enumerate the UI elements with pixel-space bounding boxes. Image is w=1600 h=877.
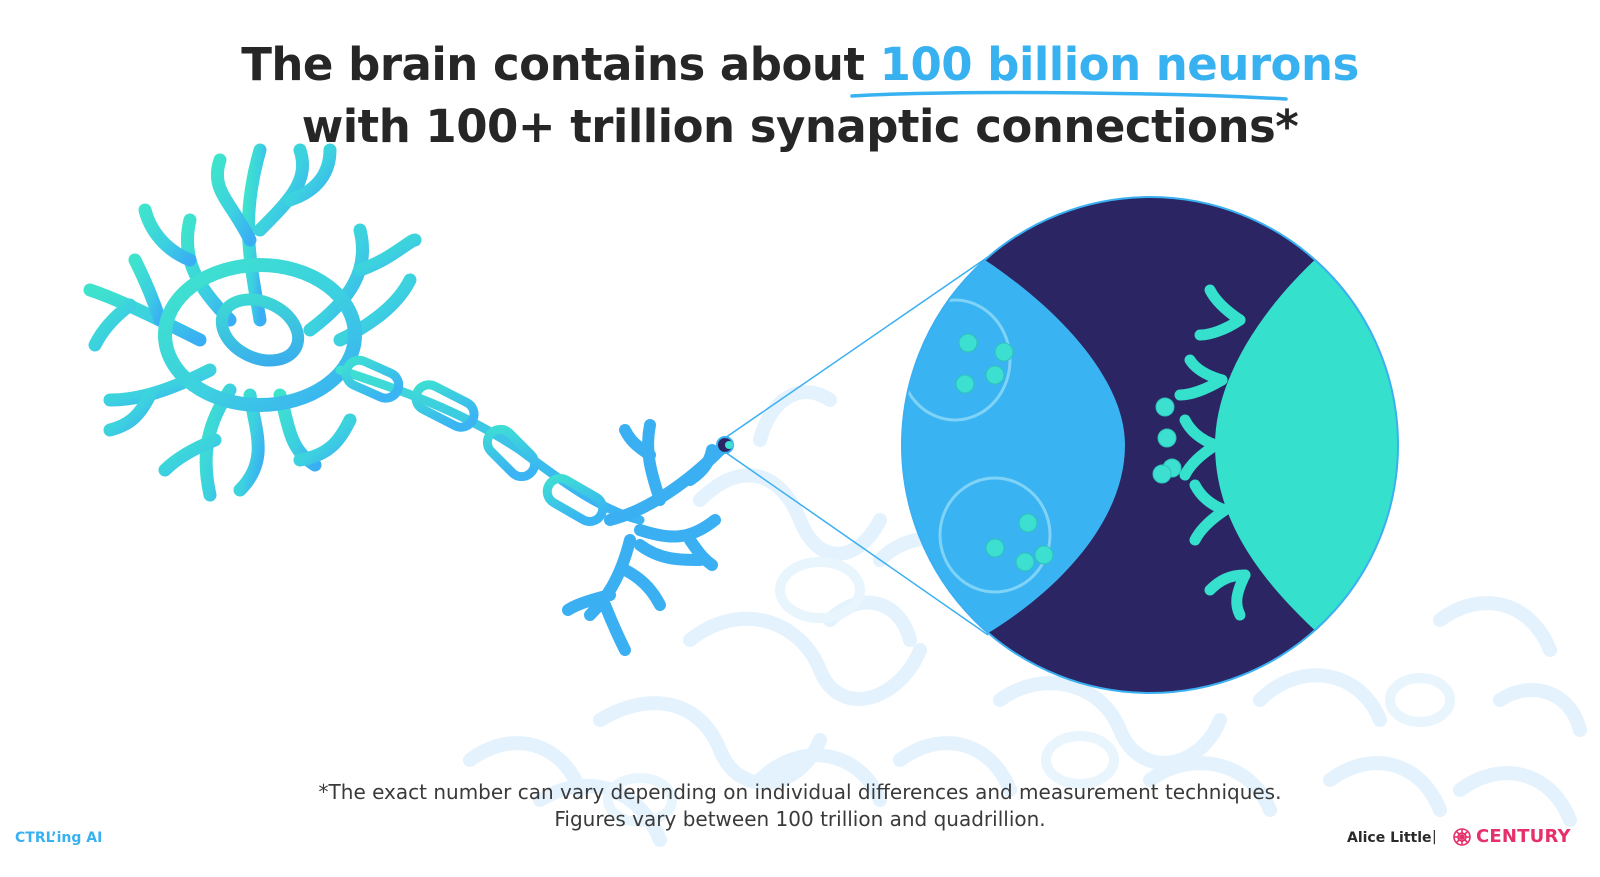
headline-line-2: with 100+ trillion synaptic connections* [301,100,1299,153]
footnote-line-1: *The exact number can vary depending on … [318,780,1282,804]
zoom-lines [724,227,1031,636]
headline-line-1: The brain contains about 100 billion neu… [0,34,1600,96]
neuron-soma [158,258,362,412]
century-logo: CENTURY [1452,826,1571,847]
headline-highlight: 100 billion neurons [879,38,1360,91]
headline-prefix: The brain contains about [241,38,880,91]
presenter-name: Alice Little [1347,830,1432,846]
synapse-magnifier [902,197,1398,693]
century-logo-icon [1453,827,1471,846]
neuron-dendrites [83,143,422,502]
axon-terminals [562,419,726,656]
brand-name: CENTURY [1476,826,1571,847]
headline: The brain contains about 100 billion neu… [0,34,1600,158]
neuron-axon [335,355,645,526]
footnote: *The exact number can vary depending on … [0,779,1600,833]
highlight-underline [850,90,1288,101]
footer-separator: | [1432,829,1437,845]
course-label: CTRL’ing AI [15,830,103,846]
footnote-line-2: Figures vary between 100 trillion and qu… [554,807,1046,831]
